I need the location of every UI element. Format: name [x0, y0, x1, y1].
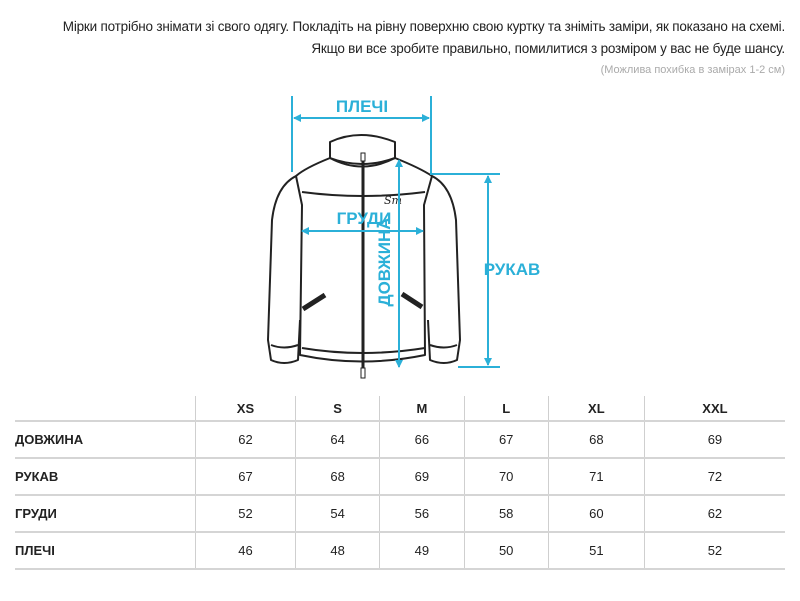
- measurement-cell: 70: [463, 458, 549, 496]
- measurement-cell: 52: [195, 495, 296, 533]
- pockets: [301, 291, 424, 312]
- measurement-cell: 72: [643, 458, 785, 496]
- size-header: XS: [195, 396, 296, 422]
- measurement-cell: 54: [294, 495, 380, 533]
- measurement-cell: 62: [195, 421, 296, 459]
- size-header: S: [294, 396, 380, 422]
- label-sleeve: РУКАВ: [484, 260, 541, 279]
- measurement-cell: 69: [643, 421, 785, 459]
- measurement-cell: 62: [643, 495, 785, 533]
- instructions: Мірки потрібно знімати зі свого одягу. П…: [63, 16, 785, 60]
- measurement-cell: 64: [294, 421, 380, 459]
- measurement-cell: 46: [195, 532, 296, 570]
- measurement-cell: 68: [294, 458, 380, 496]
- jacket-outline: [267, 134, 461, 364]
- row-label: РУКАВ: [15, 458, 196, 496]
- row-label: ДОВЖИНА: [15, 421, 196, 459]
- measurement-cell: 56: [379, 495, 465, 533]
- measurement-cell: 66: [379, 421, 465, 459]
- measurement-cell: 50: [463, 532, 549, 570]
- size-header: L: [463, 396, 549, 422]
- measurement-cell: 69: [379, 458, 465, 496]
- measurement-cell: 67: [195, 458, 296, 496]
- measurement-cell: 68: [547, 421, 645, 459]
- label-chest: ГРУДИ: [337, 209, 392, 228]
- label-shoulders: ПЛЕЧІ: [336, 97, 388, 116]
- size-header: XXL: [643, 396, 785, 422]
- row-label: ПЛЕЧІ: [15, 532, 196, 570]
- tolerance-note: (Можлива похибка в замірах 1-2 см): [600, 64, 785, 76]
- measurement-cell: 51: [547, 532, 645, 570]
- instructions-line-2: Якщо ви все зробите правильно, помилитис…: [311, 41, 785, 56]
- row-label: ГРУДИ: [15, 495, 196, 533]
- corner-cell: [15, 396, 196, 422]
- measurement-cell: 67: [463, 421, 549, 459]
- instructions-line-1: Мірки потрібно знімати зі свого одягу. П…: [62, 19, 785, 34]
- label-length: ДОВЖИНА: [375, 217, 394, 306]
- size-header: XL: [547, 396, 645, 422]
- size-header: M: [379, 396, 465, 422]
- measurement-cell: 60: [547, 495, 645, 533]
- measurement-cell: 71: [547, 458, 645, 496]
- measurement-cell: 58: [463, 495, 549, 533]
- measurement-cell: 52: [643, 532, 785, 570]
- measurement-cell: 48: [294, 532, 380, 570]
- size-header-row: XS S M L XL XXL: [15, 396, 785, 422]
- zipper: [360, 152, 366, 379]
- measure-lines: [291, 96, 500, 368]
- measurement-cell: 49: [379, 532, 465, 570]
